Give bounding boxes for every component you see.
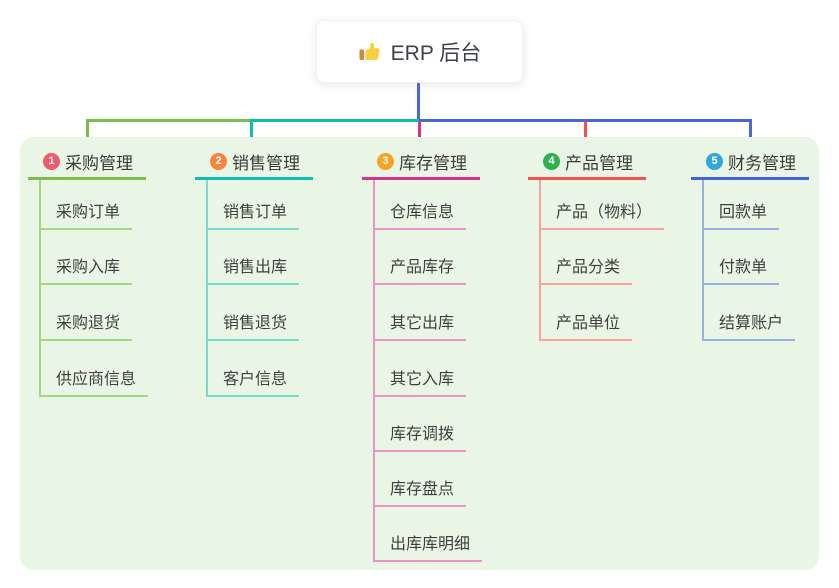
branches-panel <box>20 137 819 570</box>
child-node-purchase-inbound[interactable]: 采购入库 <box>39 258 133 285</box>
branch-purchase-management: 1 采购管理 采购订单 采购入库 采购退货 供应商信息 <box>28 146 149 397</box>
child-node-product-stock[interactable]: 产品库存 <box>373 258 467 285</box>
branch-spine-connector <box>702 180 704 341</box>
branch-title-finance[interactable]: 5 财务管理 <box>691 146 809 180</box>
branch-number-badge: 1 <box>43 153 60 170</box>
child-node-product-material[interactable]: 产品（物料） <box>539 203 665 230</box>
branch-product-management: 4 产品管理 产品（物料） 产品分类 产品单位 <box>528 146 665 341</box>
child-node-stock-transfer[interactable]: 库存调拨 <box>373 425 467 452</box>
branch-finance-management: 5 财务管理 回款单 付款单 结算账户 <box>691 146 809 341</box>
branch-spine-connector <box>373 180 375 562</box>
rail-connector-teal <box>252 119 419 122</box>
branch-number-badge: 4 <box>543 153 560 170</box>
child-node-settlement-account[interactable]: 结算账户 <box>702 314 796 341</box>
branch-label: 采购管理 <box>65 154 133 173</box>
branch-title-sales[interactable]: 2 销售管理 <box>195 146 313 180</box>
drop-connector-5 <box>749 119 752 148</box>
root-label: ERP 后台 <box>390 41 482 65</box>
branch-title-purchase[interactable]: 1 采购管理 <box>28 146 146 180</box>
branch-spine-connector <box>539 180 541 341</box>
child-node-product-category[interactable]: 产品分类 <box>539 258 633 285</box>
child-node-warehouse-info[interactable]: 仓库信息 <box>373 203 467 230</box>
branch-label: 库存管理 <box>399 154 467 173</box>
branch-label: 财务管理 <box>728 154 796 173</box>
child-node-supplier-info[interactable]: 供应商信息 <box>39 370 149 397</box>
branch-spine-connector <box>39 180 41 397</box>
child-node-sales-outbound[interactable]: 销售出库 <box>206 258 300 285</box>
child-node-purchase-return[interactable]: 采购退货 <box>39 314 133 341</box>
branch-label: 销售管理 <box>232 154 300 173</box>
root-node[interactable]: ERP 后台 <box>316 20 523 83</box>
thumbs-up-icon <box>358 40 382 64</box>
rail-connector-blue <box>419 119 752 122</box>
branch-spine-connector <box>206 180 208 397</box>
drop-connector-2 <box>250 119 253 148</box>
branch-title-product[interactable]: 4 产品管理 <box>528 146 646 180</box>
branch-number-badge: 2 <box>210 153 227 170</box>
root-stem-connector <box>417 83 420 120</box>
child-node-purchase-order[interactable]: 采购订单 <box>39 203 133 230</box>
drop-connector-1 <box>86 119 89 148</box>
child-node-receipt-bill[interactable]: 回款单 <box>702 203 780 230</box>
branch-inventory-management: 3 库存管理 仓库信息 产品库存 其它出库 其它入库 库存调拨 库存盘点 出库库… <box>362 146 483 562</box>
drop-connector-3 <box>418 122 421 148</box>
child-node-product-unit[interactable]: 产品单位 <box>539 314 633 341</box>
child-node-payment-bill[interactable]: 付款单 <box>702 258 780 285</box>
child-node-other-inbound[interactable]: 其它入库 <box>373 370 467 397</box>
branch-number-badge: 5 <box>706 153 723 170</box>
rail-connector-green <box>86 119 252 122</box>
branch-label: 产品管理 <box>565 154 633 173</box>
child-node-sales-return[interactable]: 销售退货 <box>206 314 300 341</box>
branch-sales-management: 2 销售管理 销售订单 销售出库 销售退货 客户信息 <box>195 146 313 397</box>
child-node-stock-check[interactable]: 库存盘点 <box>373 480 467 507</box>
drop-connector-4 <box>584 122 587 148</box>
branch-title-inventory[interactable]: 3 库存管理 <box>362 146 480 180</box>
child-node-other-outbound[interactable]: 其它出库 <box>373 314 467 341</box>
branch-number-badge: 3 <box>377 153 394 170</box>
child-node-outbound-detail[interactable]: 出库库明细 <box>373 535 483 562</box>
child-node-sales-order[interactable]: 销售订单 <box>206 203 300 230</box>
child-node-customer-info[interactable]: 客户信息 <box>206 370 300 397</box>
